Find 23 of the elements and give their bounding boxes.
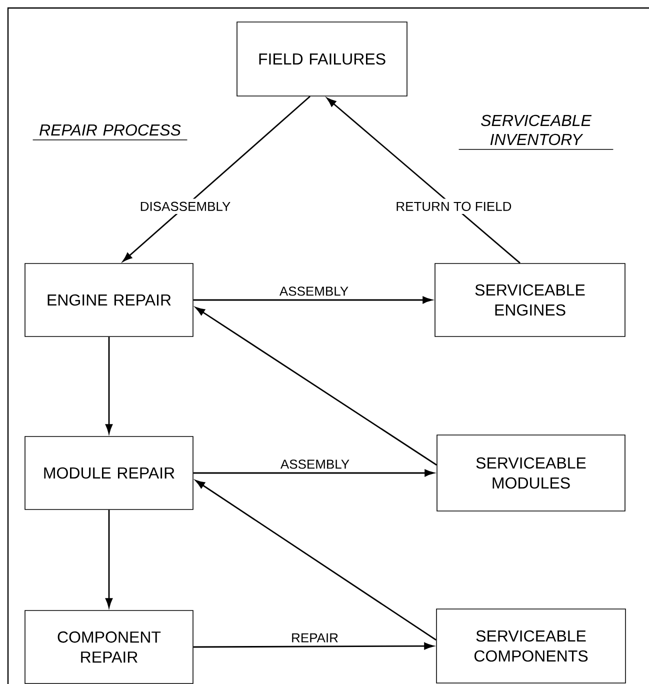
edge-label: ASSEMBLY [276, 284, 352, 299]
edge-label: DISASSEMBLY [136, 198, 234, 214]
arrow [193, 642, 434, 650]
arrow [105, 336, 113, 434]
process-box: SERVICEABLE MODULES [436, 434, 626, 512]
process-box: MODULE REPAIR [24, 436, 194, 510]
arrow [195, 307, 437, 466]
process-box: COMPONENT REPAIR [24, 610, 194, 684]
process-box: SERVICEABLE ENGINES [434, 263, 626, 337]
arrow [326, 98, 520, 264]
arrow [193, 469, 434, 477]
process-box: ENGINE REPAIR [24, 263, 194, 337]
process-box: FIELD FAILURES [236, 22, 408, 96]
section-heading: SERVICEABLE INVENTORY [481, 114, 592, 146]
arrow [122, 96, 310, 262]
edge-label: REPAIR [288, 630, 342, 646]
arrow [195, 480, 436, 641]
arrow [105, 510, 113, 608]
arrow [193, 296, 432, 304]
edge-label: RETURN TO FIELD [392, 198, 515, 214]
process-box: SERVICEABLE COMPONENTS [436, 608, 626, 684]
section-heading: REPAIR PROCESS [40, 124, 181, 136]
edge-label: ASSEMBLY [277, 456, 353, 472]
